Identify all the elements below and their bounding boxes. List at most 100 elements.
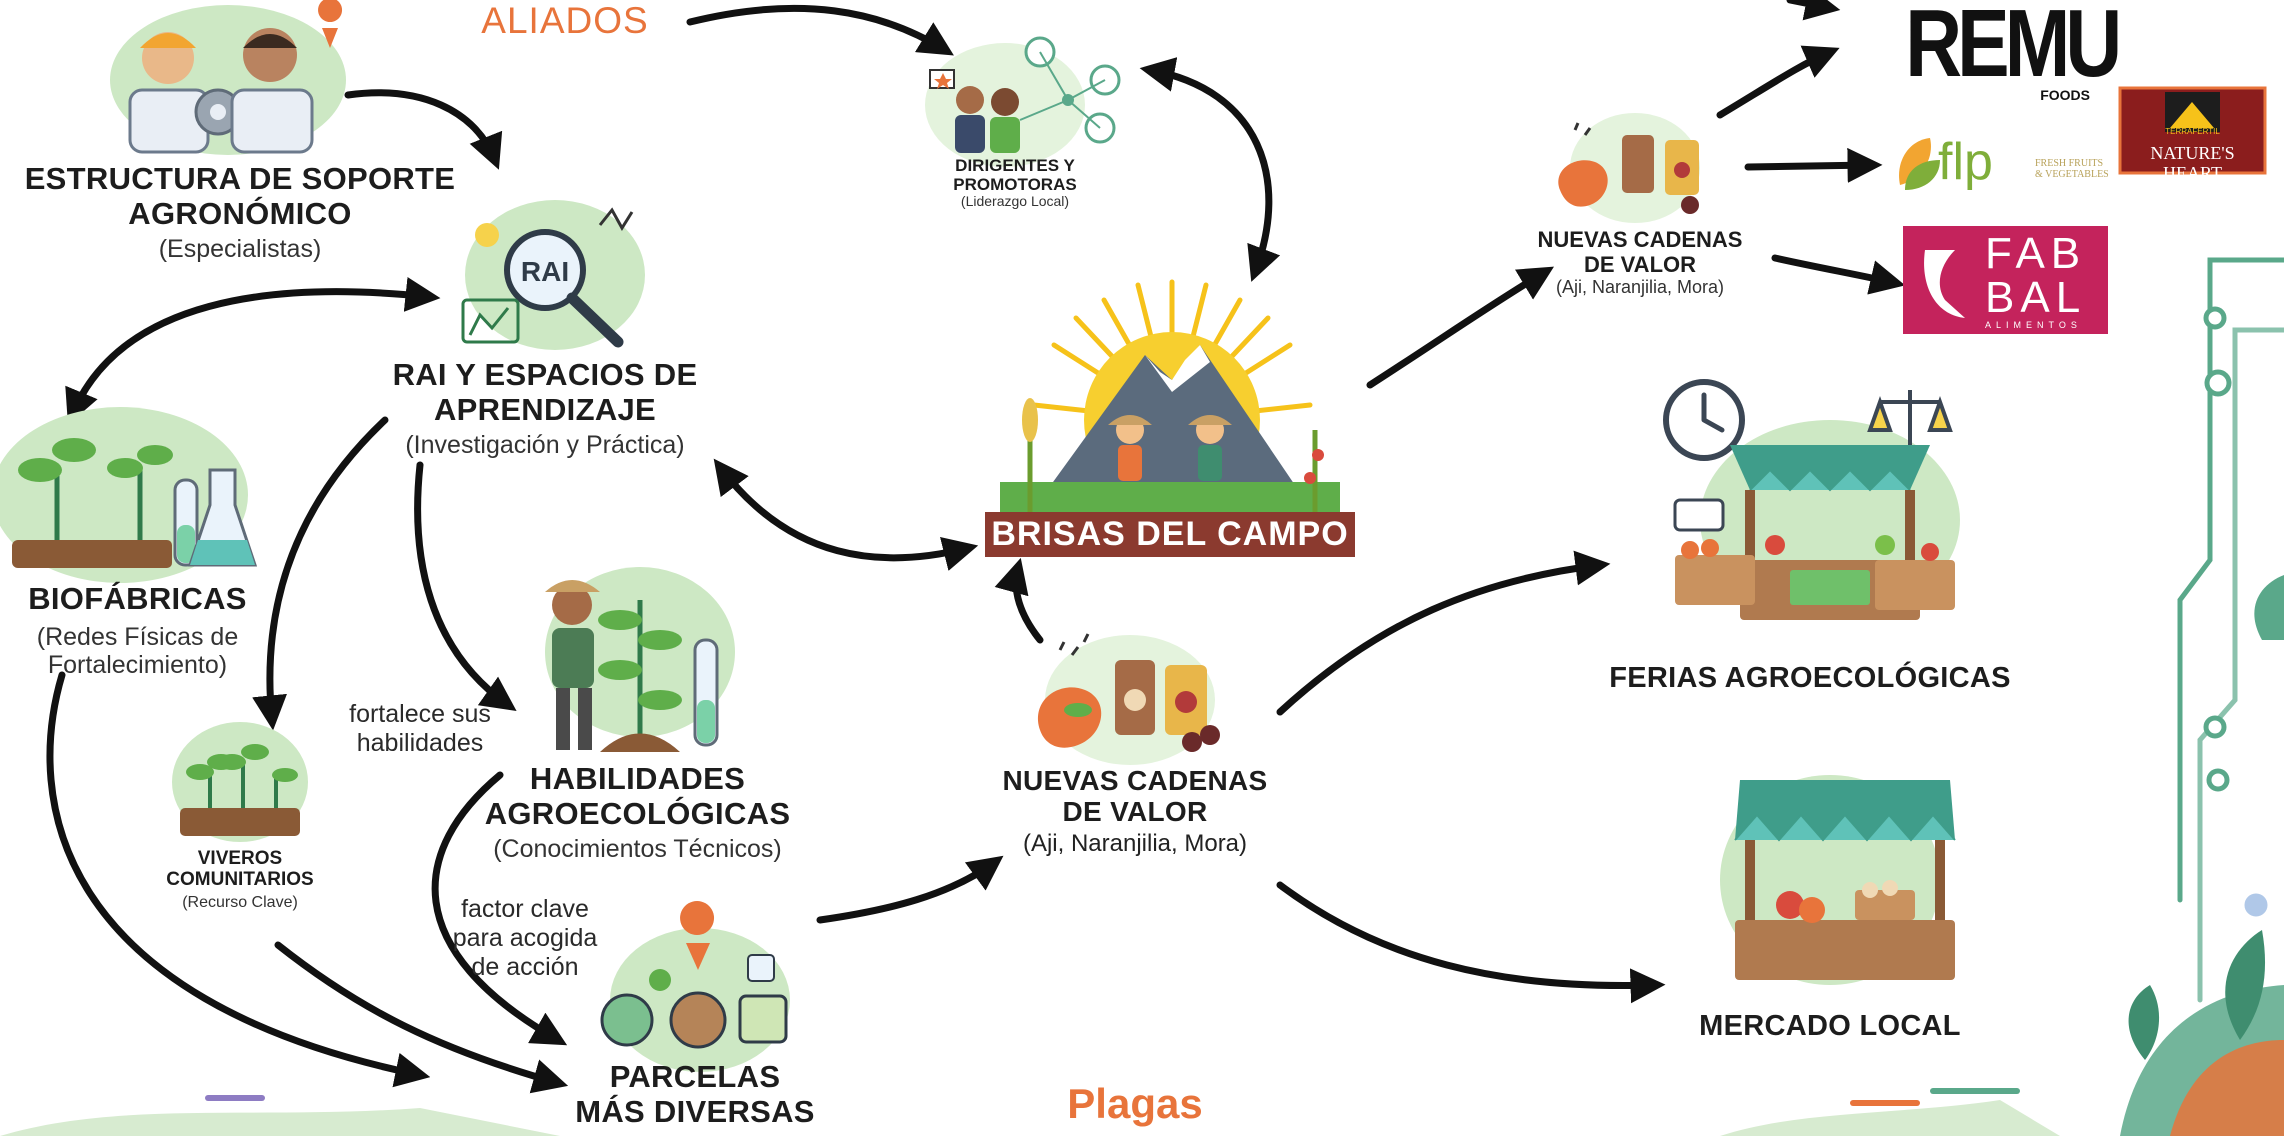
- arrow-cadenas-to-mercado: [1276, 881, 1666, 1004]
- cadenas-centro-subtitle: (Aji, Naranjilia, Mora): [1022, 829, 1248, 857]
- node-estructura-soporte[interactable]: ESTRUCTURA DE SOPORTE AGRONÓMICO (Especi…: [10, 161, 470, 264]
- viveros-illustration-icon: [172, 722, 308, 842]
- soporte-subtitle: (Especialistas): [158, 235, 322, 264]
- mercado-title: MERCADO LOCAL: [1699, 1010, 1961, 1042]
- soporte-title-line2: AGRONÓMICO: [128, 195, 352, 231]
- fabbal-sub: ALIMENTOS: [1985, 320, 2082, 330]
- fortalece-line2: habilidades: [356, 728, 484, 757]
- node-nuevas-cadenas-centro[interactable]: NUEVAS CADENAS DE VALOR (Aji, Naranjilia…: [985, 765, 1285, 858]
- natures-heart-name: NATURE'S HEART: [2150, 142, 2235, 184]
- soporte-title-line1: ESTRUCTURA DE SOPORTE: [24, 161, 456, 196]
- arrow-viveros-to-parcelas: [274, 941, 569, 1094]
- rai-illustration-icon: RAI: [461, 200, 645, 350]
- arrow-rai-to-viveros: [252, 416, 389, 731]
- fabbal-logo-text: FAB BAL ALIMENTOS: [1985, 229, 2105, 331]
- aliados-label: ALIADOS: [481, 0, 649, 41]
- cadenas-centro-title-line2: DE VALOR: [1062, 796, 1208, 828]
- dirigentes-title-line1: DIRIGENTES Y: [955, 156, 1075, 175]
- viveros-title-line2: COMUNITARIOS: [166, 869, 314, 891]
- habilidades-title-line1: HABILIDADES: [529, 761, 746, 796]
- fabbal-line2: BAL: [1985, 273, 2087, 322]
- biofabricas-subtitle-line2: Fortalecimiento): [47, 650, 228, 679]
- arrow-brisas-to-cadenas-arriba: [1366, 266, 1555, 389]
- biofabricas-illustration-icon: [0, 407, 258, 583]
- factor-line2: para acogida: [452, 923, 598, 952]
- dirigentes-title-line2: PROMOTORAS: [953, 175, 1077, 195]
- fabbal-logo: [1903, 226, 2108, 334]
- arrow-rai-brisas: [713, 458, 979, 571]
- arrow-cadenas-arriba-to-flp: [1744, 147, 1883, 183]
- rai-magnifier-text: RAI: [521, 256, 569, 287]
- natures-heart-logo: [2118, 86, 2267, 175]
- edge-note-fortalece: fortalece sus habilidades: [325, 700, 515, 758]
- remu-logo-text: REMU FOODS: [1885, 0, 2122, 104]
- remu-logo: [1885, 0, 2110, 108]
- arrow-soporte-to-rai: [344, 89, 503, 170]
- brisas-logo: [985, 279, 1355, 557]
- biofabricas-title: BIOFÁBRICAS: [28, 581, 247, 616]
- remu-name: REMU: [1905, 0, 2122, 97]
- soporte-illustration-icon: [110, 0, 346, 155]
- natures-heart-top: TERRAFERTIL: [2165, 127, 2220, 136]
- rai-title-line2: APRENDIZAJE: [433, 391, 657, 427]
- flow-arrows: [46, 0, 1906, 1094]
- viveros-subtitle: (Recurso Clave): [182, 893, 298, 911]
- fortalece-line1: fortalece sus: [349, 700, 491, 728]
- factor-line1: factor clave: [461, 895, 589, 923]
- natures-heart-logo-text: TERRAFERTIL NATURE'S HEART: [2120, 127, 2265, 184]
- arrow-rai-to-habilidades: [414, 461, 517, 712]
- node-ferias-agroecologicas[interactable]: FERIAS AGROECOLÓGICAS: [1590, 662, 2030, 694]
- factor-line3: de acción: [471, 952, 579, 981]
- arrow-cadenas-to-brisas: [994, 557, 1044, 644]
- mercado-illustration-icon: [1720, 775, 1956, 985]
- arrow-habilidades-to-parcelas: [431, 771, 568, 1046]
- cadenas-arriba-subtitle: (Aji, Naranjilia, Mora): [1555, 277, 1725, 298]
- arrow-dirigentes-brisas: [1139, 57, 1281, 282]
- node-rai-aprendizaje[interactable]: RAI Y ESPACIOS DE APRENDIZAJE (Investiga…: [335, 357, 755, 460]
- cadenas-arriba-title-line2: DE VALOR: [1583, 251, 1697, 277]
- parcelas-title-line2: MÁS DIVERSAS: [575, 1093, 815, 1129]
- arrow-aliados-to-dirigentes: [686, 4, 954, 56]
- habilidades-title-line2: AGROECOLÓGICAS: [484, 795, 791, 831]
- node-nuevas-cadenas-arriba[interactable]: NUEVAS CADENAS DE VALOR (Aji, Naranjilia…: [1510, 227, 1770, 298]
- arrow-rai-biofabricas: [65, 277, 441, 425]
- remu-sub: FOODS: [2040, 87, 2090, 103]
- parcelas-title-line1: PARCELAS: [609, 1059, 781, 1094]
- node-habilidades-agroecologicas[interactable]: HABILIDADES AGROECOLÓGICAS (Conocimiento…: [460, 761, 815, 864]
- arrow-cadenas-arriba-to-remu: [1716, 45, 1840, 119]
- arrow-cadenas-arriba-to-fabbal: [1771, 254, 1906, 295]
- decorative-bottom-strip: [0, 1088, 2060, 1136]
- node-mercado-local[interactable]: MERCADO LOCAL: [1660, 1010, 2000, 1042]
- flp-logo-text: flp: [1938, 136, 2033, 188]
- cadenas-centro-illustration-icon: [1038, 633, 1220, 765]
- flp-name: flp: [1938, 133, 1993, 191]
- node-viveros-comunitarios[interactable]: VIVEROS COMUNITARIOS (Recurso Clave): [130, 848, 350, 911]
- dirigentes-subtitle: (Liderazgo Local): [960, 193, 1070, 210]
- node-biofabricas[interactable]: BIOFÁBRICAS (Redes Físicas de Fortalecim…: [0, 581, 275, 679]
- biofabricas-subtitle-line1: (Redes Físicas de: [36, 622, 239, 651]
- cadenas-arriba-illustration-icon: [1558, 113, 1700, 223]
- arrow-offscreen-remu: [1786, 0, 1841, 21]
- node-parcelas-diversas[interactable]: PARCELAS MÁS DIVERSAS: [555, 1059, 835, 1129]
- flp-logo: [1899, 138, 1940, 190]
- ferias-illustration-icon: [1663, 379, 1960, 620]
- brisas-del-campo-title: BRISAS DEL CAMPO: [991, 515, 1349, 553]
- flp-sub-line1: FRESH FRUITS: [2035, 158, 2104, 169]
- parcelas-illustration-icon: [600, 901, 790, 1072]
- cadenas-arriba-title-line1: NUEVAS CADENAS: [1537, 227, 1743, 252]
- scale-icon: [1867, 390, 1953, 450]
- node-dirigentes-promotoras[interactable]: DIRIGENTES Y PROMOTORAS (Liderazgo Local…: [900, 156, 1130, 210]
- habilidades-illustration-icon: [545, 567, 735, 752]
- arrow-parcelas-to-cadenas: [816, 855, 1004, 924]
- fabbal-line1: FAB: [1985, 229, 2087, 278]
- plagas-label: Plagas: [1067, 1080, 1203, 1127]
- viveros-title-line1: VIVEROS: [197, 848, 283, 869]
- dirigentes-illustration-icon: [925, 36, 1121, 167]
- decorative-leaves: [2120, 575, 2284, 1136]
- rai-subtitle: (Investigación y Práctica): [405, 431, 685, 460]
- cadenas-centro-title-line1: NUEVAS CADENAS: [1002, 765, 1268, 796]
- rai-title-line1: RAI Y ESPACIOS DE: [392, 357, 698, 392]
- habilidades-subtitle: (Conocimientos Técnicos): [493, 835, 782, 864]
- ferias-title: FERIAS AGROECOLÓGICAS: [1609, 662, 2011, 694]
